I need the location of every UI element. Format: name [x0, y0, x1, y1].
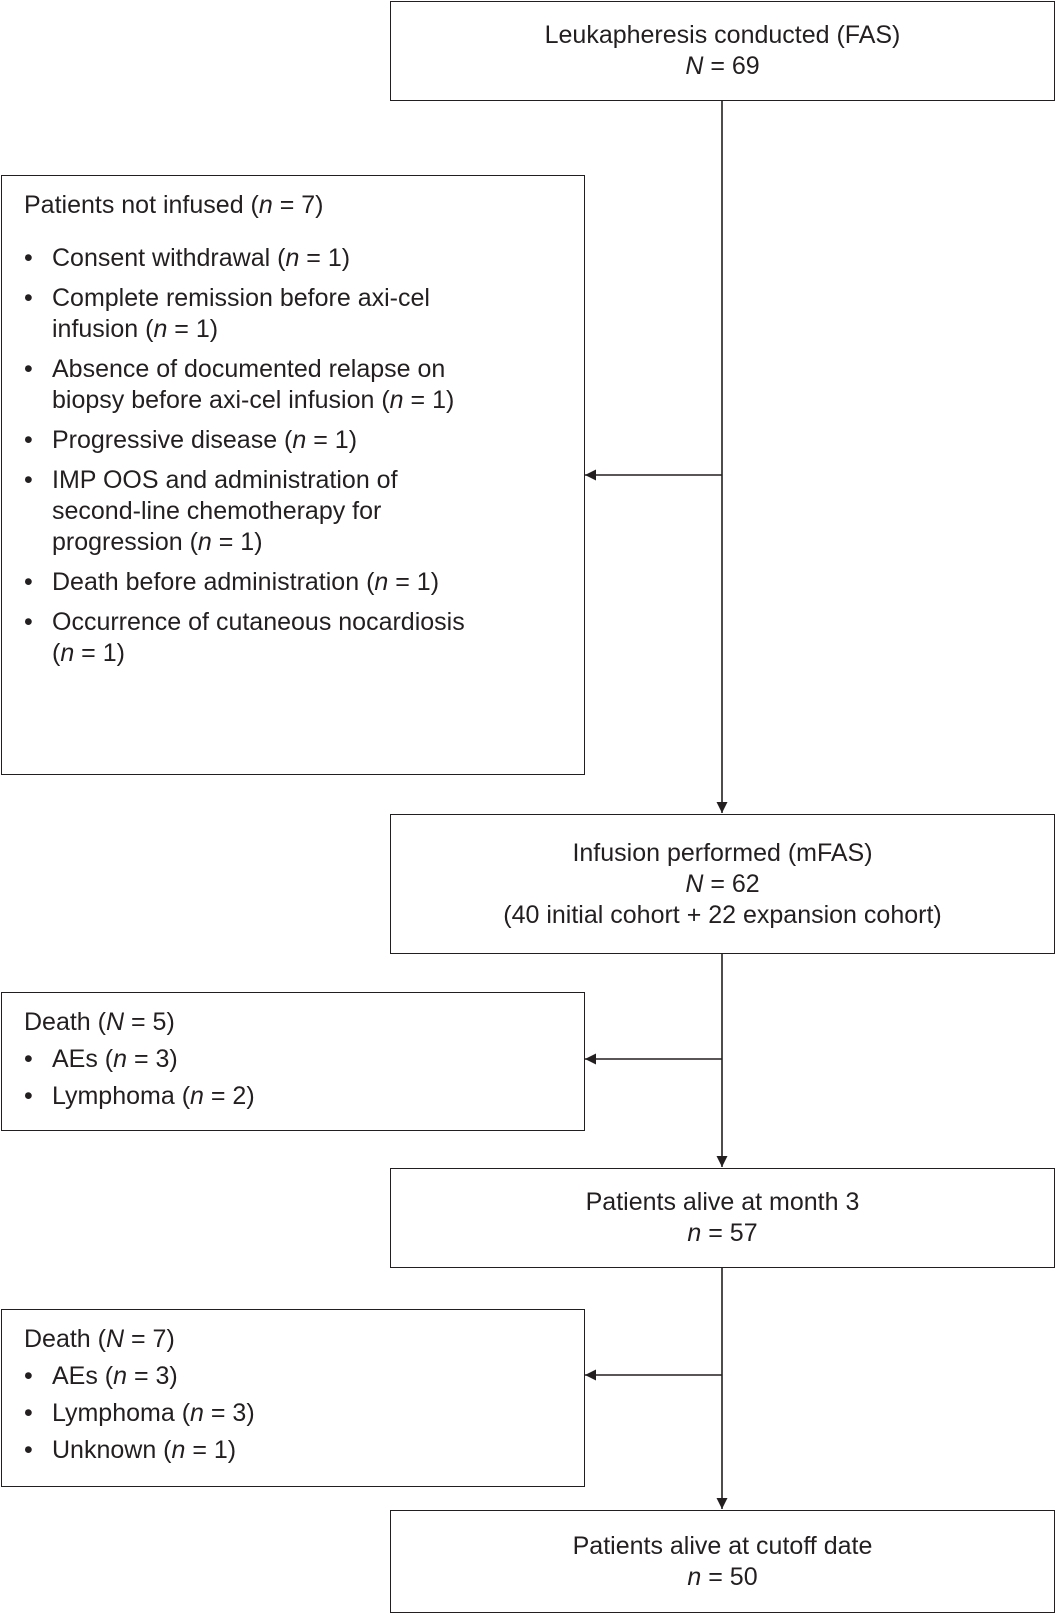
leukapheresis-title: Leukapheresis conducted (FAS) — [544, 21, 901, 49]
not-infused-reason-item: Progressive disease (n = 1) — [24, 425, 564, 456]
death1-causes-list: AEs (n = 3) Lymphoma (n = 2) — [24, 1044, 564, 1112]
not-infused-reasons-list: Consent withdrawal (n = 1) Complete remis… — [24, 243, 564, 669]
death-box-1: Death (N = 5) AEs (n = 3) Lymphoma (n = 2… — [1, 992, 585, 1131]
not-infused-heading: Patients not infused (n = 7) — [24, 191, 324, 219]
death2-cause-item: Lymphoma (n = 3) — [24, 1398, 564, 1429]
not-infused-box: Patients not infused (n = 7) Consent wit… — [1, 175, 585, 775]
death2-cause-item: AEs (n = 3) — [24, 1361, 564, 1392]
not-infused-reason-item: Consent withdrawal (n = 1) — [24, 243, 564, 274]
death-box-2: Death (N = 7) AEs (n = 3) Lymphoma (n = 3… — [1, 1309, 585, 1487]
alive-cutoff-title: Patients alive at cutoff date — [572, 1531, 873, 1560]
death1-cause-item: Lymphoma (n = 2) — [24, 1081, 564, 1112]
not-infused-reason-item: Death before administration (n = 1) — [24, 567, 564, 598]
not-infused-reason-item: Occurrence of cutaneous nocardiosis (n =… — [24, 607, 564, 669]
leukapheresis-count: N = 69 — [685, 52, 760, 80]
infusion-title: Infusion performed (mFAS) — [572, 838, 873, 867]
alive-month3-count: n = 57 — [687, 1219, 758, 1247]
not-infused-reason-item: Absence of documented relapse on biopsy … — [24, 354, 564, 416]
infusion-count: N = 62 — [685, 869, 760, 898]
death2-causes-list: AEs (n = 3) Lymphoma (n = 3) Unknown (n = … — [24, 1361, 564, 1466]
not-infused-reason-item: IMP OOS and administration of second-lin… — [24, 465, 564, 558]
not-infused-reason-item: Complete remission before axi-cel infusi… — [24, 283, 564, 345]
alive-month3-title: Patients alive at month 3 — [585, 1188, 860, 1216]
death2-cause-item: Unknown (n = 1) — [24, 1435, 564, 1466]
alive-cutoff-box: Patients alive at cutoff date n = 50 — [390, 1510, 1055, 1613]
alive-month3-box: Patients alive at month 3 n = 57 — [390, 1168, 1055, 1268]
leukapheresis-box: Leukapheresis conducted (FAS) N = 69 — [390, 1, 1055, 101]
alive-cutoff-count: n = 50 — [687, 1562, 758, 1591]
infusion-box: Infusion performed (mFAS) N = 62 (40 ini… — [390, 814, 1055, 954]
death1-heading: Death (N = 5) — [24, 1008, 175, 1036]
death1-cause-item: AEs (n = 3) — [24, 1044, 564, 1075]
death2-heading: Death (N = 7) — [24, 1325, 175, 1353]
infusion-cohort-breakdown: (40 initial cohort + 22 expansion cohort… — [503, 900, 942, 929]
